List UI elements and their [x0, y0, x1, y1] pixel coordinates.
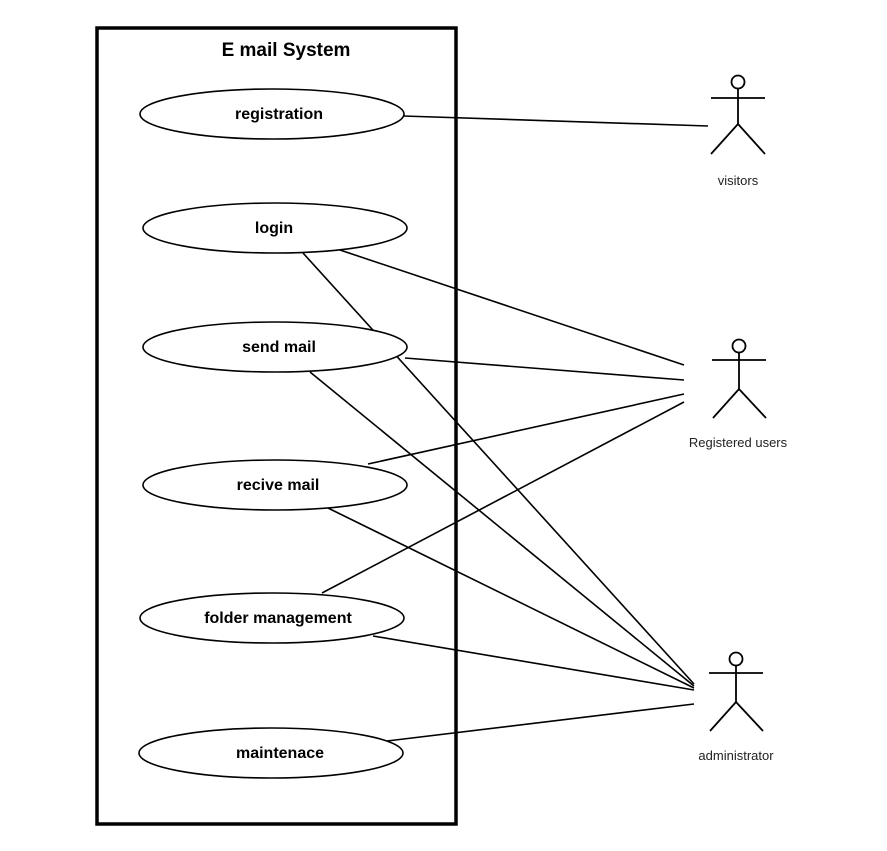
system-boundary: E mail System [95, 26, 458, 826]
use-case-ellipse[interactable] [139, 592, 405, 644]
use-case-recive-mail[interactable]: recive mail [142, 459, 408, 511]
use-case-maintenace[interactable]: maintenace [138, 727, 404, 779]
use-case-label: send mail [242, 339, 316, 356]
association-login-registered-users [339, 249, 685, 366]
association-maintenace-administrator [386, 703, 695, 742]
actor-label: administrator [698, 748, 774, 763]
association-folder-management-administrator [372, 635, 695, 691]
associations [302, 115, 709, 742]
association-recive-mail-registered-users [367, 393, 685, 465]
stick-figure-icon [709, 651, 764, 732]
use-case-folder-management[interactable]: folder management [139, 592, 405, 644]
use-case-ellipse[interactable] [142, 459, 408, 511]
use-case-ellipse[interactable] [139, 88, 405, 140]
association-login-administrator [302, 252, 695, 685]
use-case-label: recive mail [237, 477, 320, 494]
use-case-send-mail[interactable]: send mail [142, 321, 408, 373]
actor-registered-users[interactable]: Registered users [689, 338, 788, 451]
association-send-mail-administrator [309, 371, 695, 687]
use-case-label: maintenace [236, 745, 324, 762]
system-title: E mail System [222, 40, 351, 61]
actor-visitors[interactable]: visitors [710, 74, 766, 189]
use-case-ellipse[interactable] [138, 727, 404, 779]
association-folder-management-registered-users [321, 401, 685, 594]
stick-figure-icon [710, 74, 766, 155]
association-registration-visitors [402, 115, 709, 127]
actor-label: visitors [718, 173, 759, 188]
use-case-label: registration [235, 106, 323, 123]
system-boundary-box [95, 26, 458, 826]
use-case-login[interactable]: login [142, 202, 408, 254]
association-recive-mail-administrator [327, 507, 695, 689]
use-case-registration[interactable]: registration [139, 88, 405, 140]
actor-label: Registered users [689, 435, 788, 450]
association-send-mail-registered-users [404, 357, 685, 381]
stick-figure-icon [712, 338, 767, 419]
use-case-ellipse[interactable] [142, 321, 408, 373]
actor-administrator[interactable]: administrator [698, 651, 774, 764]
use-case-label: login [255, 220, 293, 237]
use-case-ellipse[interactable] [142, 202, 408, 254]
use-case-label: folder management [204, 610, 352, 627]
